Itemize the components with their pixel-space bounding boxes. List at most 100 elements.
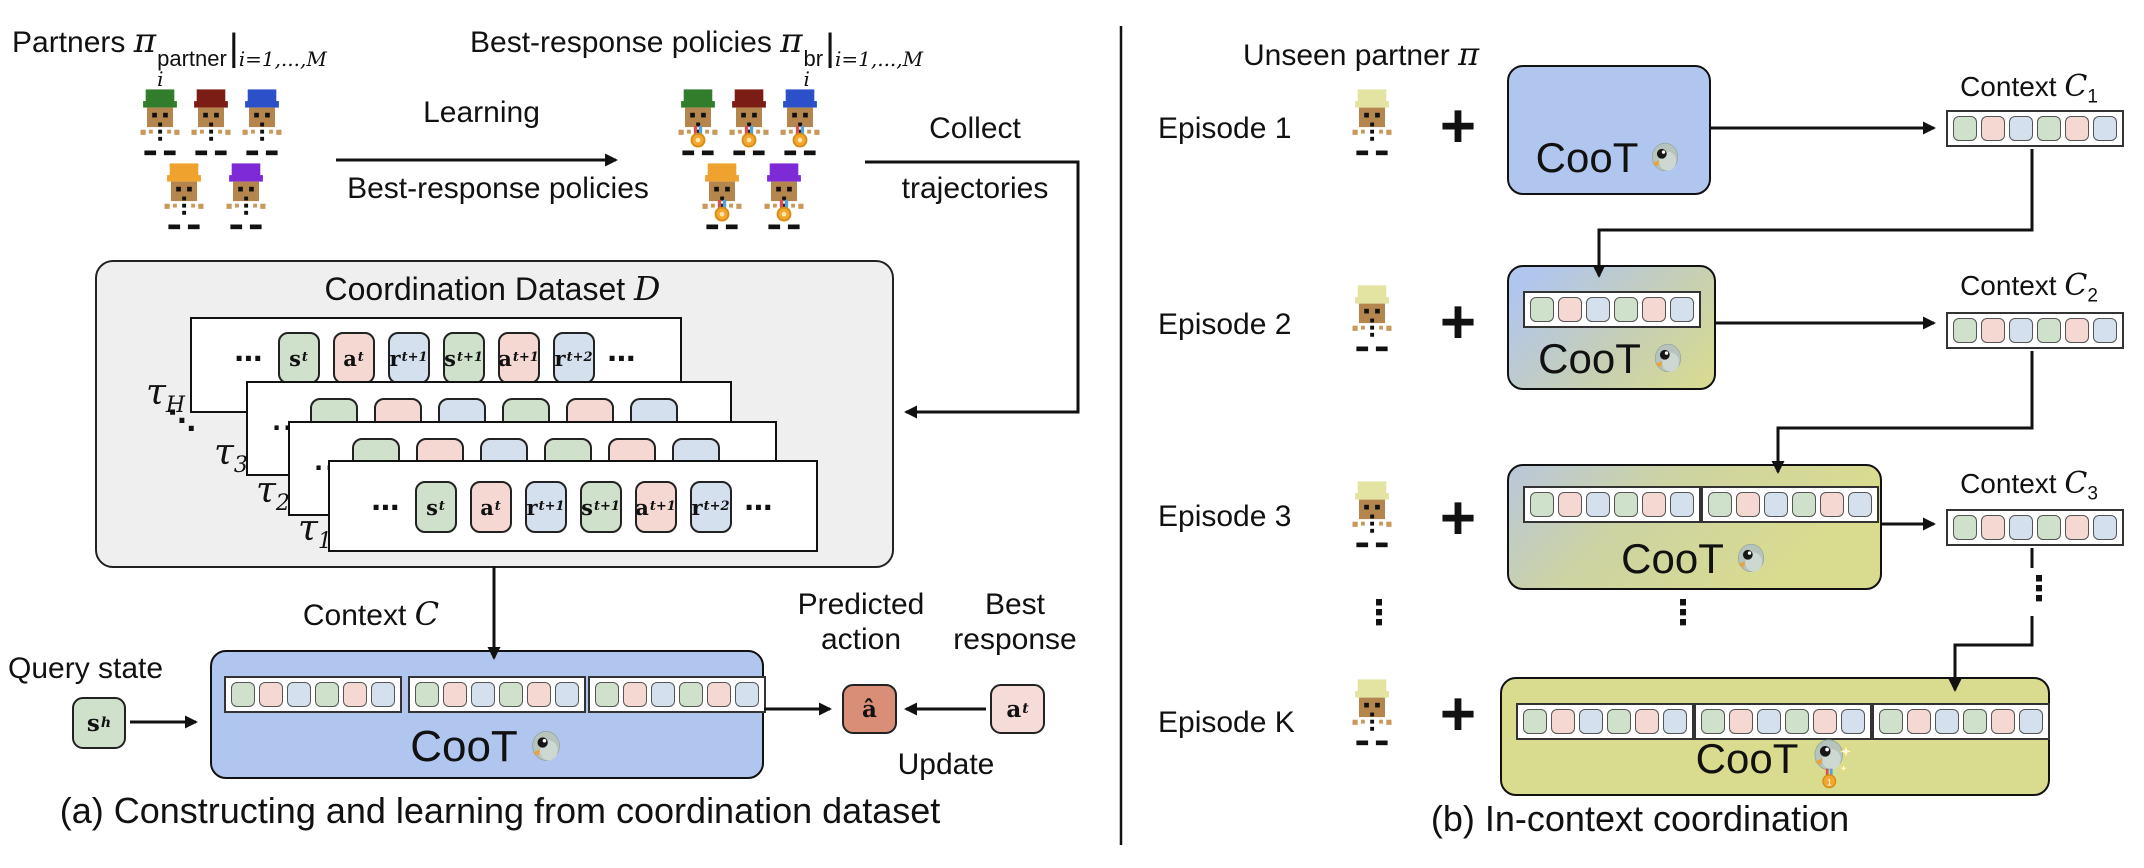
- tau-H-label: τH: [146, 372, 186, 419]
- context-token-action: [1642, 492, 1666, 517]
- context-token-state: [1785, 709, 1809, 734]
- context-token-action: [443, 682, 467, 707]
- context-token-state: [231, 682, 255, 707]
- c2-to-ep3-path: [1771, 351, 2034, 474]
- chef-orange-icon: [164, 163, 204, 230]
- dataset-title-text: Coordination Dataset: [324, 271, 626, 307]
- dataset-title: Coordination Dataset D: [95, 270, 890, 308]
- context-strip: [1523, 291, 1701, 328]
- context-token-state: [1953, 515, 1977, 540]
- tau-3-label: τ3: [214, 432, 248, 479]
- context-c3-strip: [1946, 509, 2124, 546]
- chef-orange-medal-icon: [696, 162, 748, 235]
- context-token-action: [2065, 116, 2089, 141]
- context-token-action: [1820, 492, 1844, 517]
- ellipsis: ⋯: [744, 490, 775, 524]
- index-range: i=1,...,M: [834, 47, 924, 71]
- bird-icon: [1654, 343, 1681, 373]
- context-token-action: [343, 682, 367, 707]
- context-token-state: [1530, 492, 1554, 517]
- context-token-reward: [1579, 709, 1603, 734]
- coot-label: CooT 1: [1502, 726, 2048, 792]
- learning-arrow-label-bottom: Best-response policies: [347, 172, 649, 205]
- context-token-reward: [555, 682, 579, 707]
- update-label: Update: [897, 748, 995, 781]
- context-token-state: [1953, 116, 1977, 141]
- context-token-action: [1981, 116, 2005, 141]
- context-token-reward: [2093, 515, 2117, 540]
- context-token-action: [1551, 709, 1575, 734]
- vertical-dots: ⋮: [1666, 593, 1700, 633]
- chef-green-icon: [140, 89, 180, 156]
- context-token-state: [1708, 492, 1732, 517]
- ellipsis: ⋯: [371, 490, 402, 524]
- context-strip: [1516, 703, 1694, 740]
- pi-subscript: i: [803, 66, 810, 91]
- context-strip: [588, 676, 766, 713]
- caption-panel-a: (a) Constructing and learning from coord…: [59, 790, 941, 831]
- context-token-action: [2065, 515, 2089, 540]
- context-token-state: [595, 682, 619, 707]
- context-token-reward: [651, 682, 675, 707]
- coot-label: CooT: [1509, 338, 1714, 380]
- episode-1-label: Episode 1: [1158, 112, 1292, 145]
- context-token-reward: [2093, 318, 2117, 343]
- context-token-state: [1614, 297, 1638, 322]
- chef-purple-icon: [226, 163, 266, 230]
- pi-subscript: i: [157, 66, 164, 91]
- svg-text:1: 1: [1827, 777, 1832, 787]
- chef-green-medal-icon: [672, 88, 724, 161]
- episode-k-label: Episode K: [1158, 706, 1295, 739]
- context-c-label: Context C: [302, 595, 440, 633]
- unseen-chef-icon: [1352, 285, 1392, 352]
- coot-box-episode-3: CooT: [1507, 464, 1882, 590]
- context-token-action: [1729, 709, 1753, 734]
- pi-symbol: π: [133, 21, 157, 61]
- br-label-text: Best-response policies: [470, 26, 772, 59]
- context-token-reward: [2009, 318, 2033, 343]
- dataset-symbol: D: [634, 269, 661, 308]
- context-c1-strip: [1946, 110, 2124, 147]
- context-symbol: C: [414, 595, 440, 633]
- bird-icon: [532, 731, 560, 761]
- context-token-state: [1523, 709, 1547, 734]
- unseen-chef-icon: [1352, 481, 1392, 548]
- plus-sign: +: [1439, 680, 1477, 749]
- plus-sign: +: [1439, 484, 1477, 553]
- predicted-action-token: â: [842, 684, 897, 734]
- coot-label: CooT: [212, 725, 762, 769]
- context-token-action: [623, 682, 647, 707]
- eval-bar: |: [825, 27, 835, 69]
- diagonal-dots: ⋱: [168, 404, 196, 437]
- context-strip: [1872, 703, 2050, 740]
- caption-panel-b: (b) In-context coordination: [1430, 798, 1850, 839]
- pi-symbol: π: [1458, 35, 1480, 73]
- context-token-state: [1792, 492, 1816, 517]
- context-token-reward: [1586, 297, 1610, 322]
- context-strip: [224, 676, 402, 713]
- chef-maroon-icon: [191, 89, 231, 156]
- context-token-reward: [371, 682, 395, 707]
- context-token-reward: [1935, 709, 1959, 734]
- context-token-action: [1558, 492, 1582, 517]
- ellipsis: ⋯: [234, 341, 265, 375]
- pi-superscript: partner: [157, 46, 227, 71]
- context-token-reward: [2009, 116, 2033, 141]
- context-token-reward: [1764, 492, 1788, 517]
- coot-box-episode-1: CooT: [1507, 65, 1711, 195]
- pi-superscript: br: [803, 46, 824, 71]
- context-c3-label: Context C3: [1960, 466, 2098, 505]
- ellipsis: ⋯: [607, 341, 638, 375]
